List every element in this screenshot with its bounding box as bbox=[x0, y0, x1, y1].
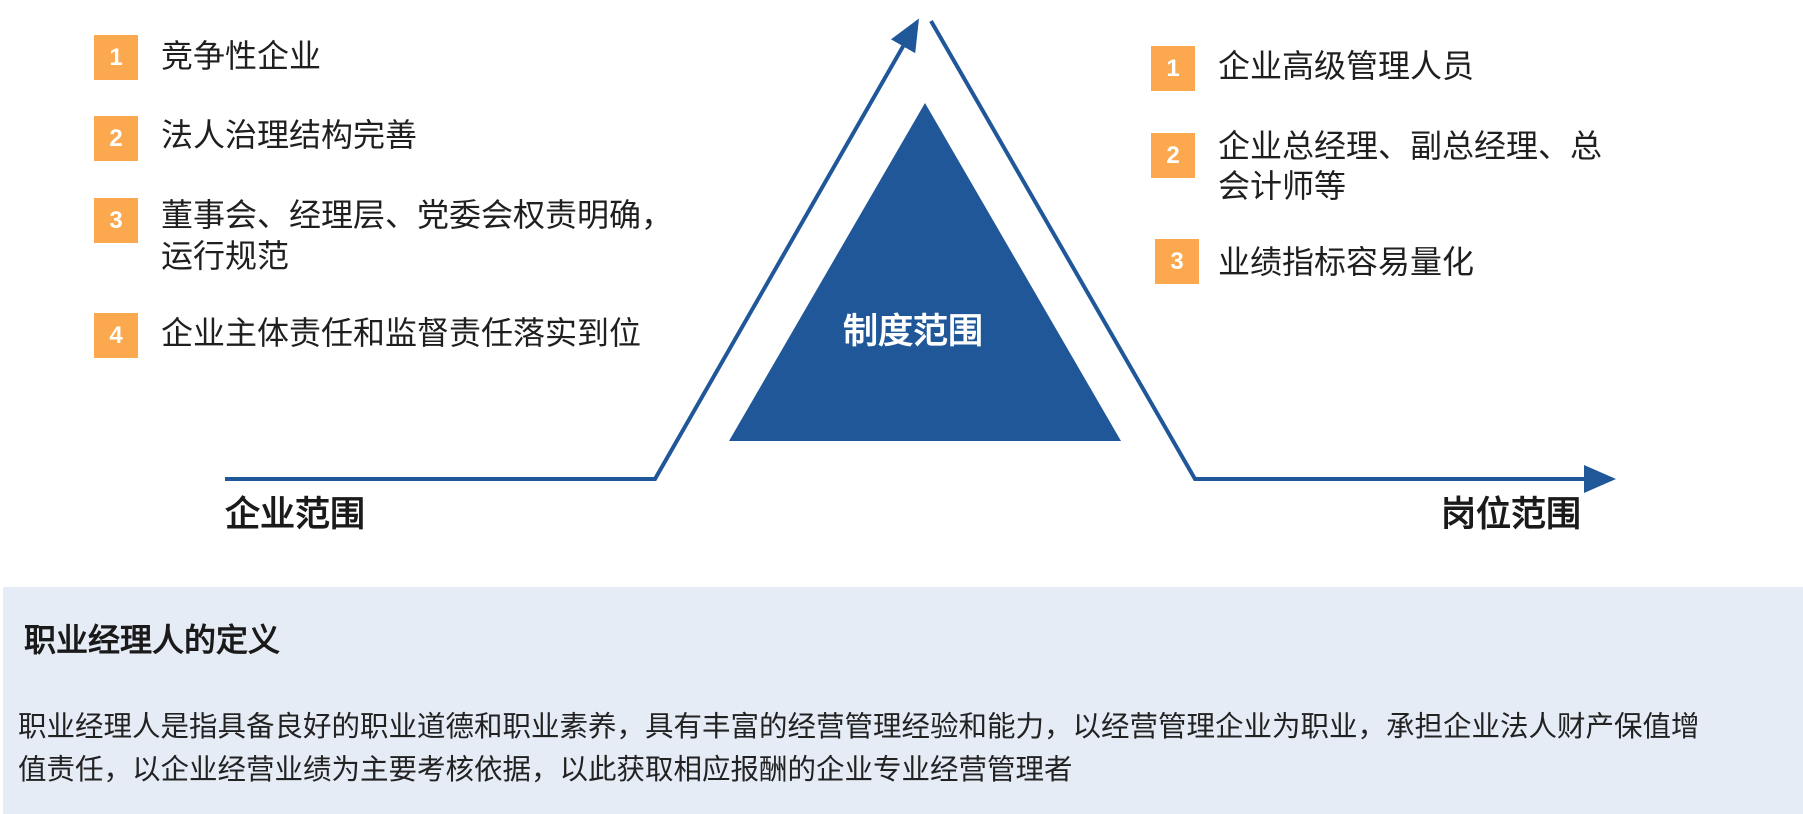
number-badge: 1 bbox=[1151, 46, 1195, 91]
scope-lines-graphic bbox=[225, 18, 1616, 493]
list-item-text: 竞争性企业 bbox=[161, 37, 322, 75]
number-badge: 2 bbox=[94, 116, 138, 161]
list-item-text: 企业总经理、副总经理、总 bbox=[1218, 127, 1603, 165]
number-badge: 2 bbox=[1151, 133, 1195, 178]
list-item-text: 董事会、经理层、党委会权责明确， bbox=[161, 196, 674, 234]
enterprise-scope-label: 企业范围 bbox=[225, 495, 366, 535]
definition-title: 职业经理人的定义 bbox=[24, 621, 281, 659]
position-scope-arrow bbox=[929, 20, 1616, 493]
list-item-text: 业绩指标容易量化 bbox=[1218, 243, 1475, 281]
list-item-text-continued: 运行规范 bbox=[161, 237, 290, 275]
list-item-text: 企业主体责任和监督责任落实到位 bbox=[161, 314, 642, 352]
list-item-text: 企业高级管理人员 bbox=[1218, 47, 1475, 85]
system-scope-triangle bbox=[729, 103, 1121, 441]
definition-body: 职业经理人是指具备良好的职业道德和职业素养，具有丰富的经营管理经验和能力，以经营… bbox=[18, 705, 1700, 791]
system-scope-label: 制度范围 bbox=[843, 312, 984, 352]
number-badge: 4 bbox=[94, 313, 138, 358]
list-item-text-continued: 会计师等 bbox=[1218, 167, 1347, 205]
position-scope-label: 岗位范围 bbox=[1441, 495, 1582, 535]
number-badge: 1 bbox=[94, 35, 138, 80]
definition-panel: 职业经理人的定义 职业经理人是指具备良好的职业道德和职业素养，具有丰富的经营管理… bbox=[3, 587, 1803, 814]
definition-line: 职业经理人是指具备良好的职业道德和职业素养，具有丰富的经营管理经验和能力，以经营… bbox=[18, 710, 1700, 743]
number-badge: 3 bbox=[1155, 239, 1199, 284]
list-item-text: 法人治理结构完善 bbox=[161, 116, 418, 154]
scope-diagram: 制度范围 企业范围 岗位范围 1 竞争性企业 2 法人治理结构完善 3 董事会、… bbox=[94, 18, 1616, 535]
enterprise-scope-arrow bbox=[225, 18, 919, 481]
definition-line: 值责任，以企业经营业绩为主要考核依据，以此获取相应报酬的企业专业经营管理者 bbox=[18, 753, 1073, 786]
number-badge: 3 bbox=[94, 198, 138, 243]
